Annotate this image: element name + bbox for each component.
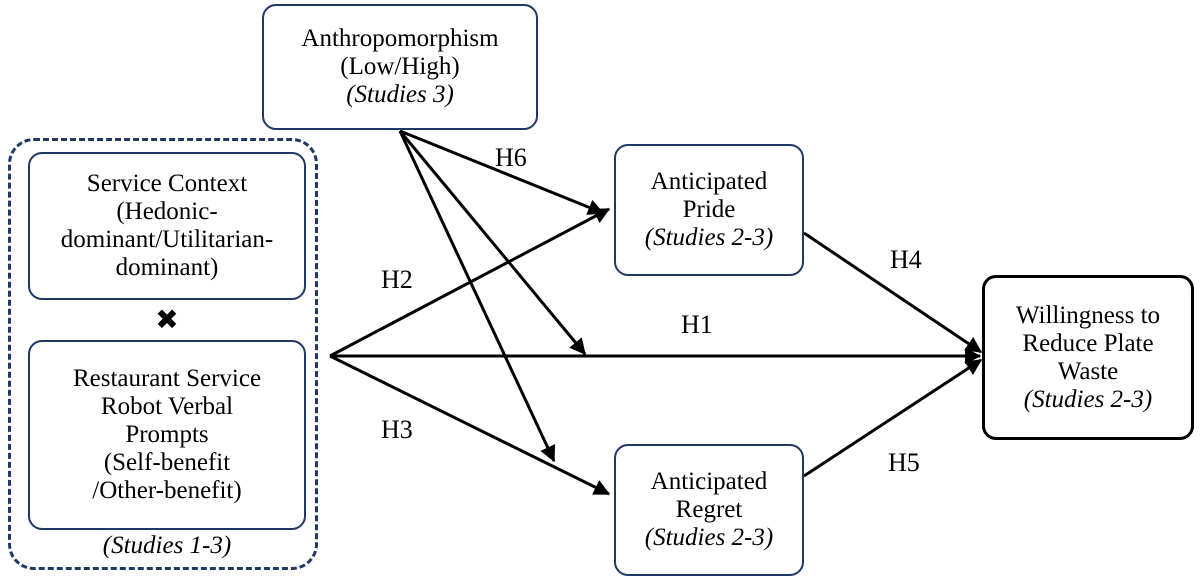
node-service-context[interactable]: Service Context (Hedonic- dominant/Utili… (28, 152, 306, 300)
node-service-context-line3: dominant/Utilitarian- (60, 226, 274, 253)
node-robot-verbal-prompts-line2: Robot Verbal (100, 393, 234, 420)
independent-variables-group-caption: (Studies 1-3) (102, 532, 232, 559)
edge-h6-to-main-path (398, 130, 587, 355)
node-anticipated-regret-line1: Anticipated (650, 468, 768, 495)
hypothesis-label-h5: H5 (888, 448, 920, 477)
hypothesis-label-h6: H6 (495, 143, 527, 172)
node-anticipated-regret[interactable]: Anticipated Regret (Studies 2-3) (614, 444, 804, 576)
node-anticipated-pride-line1: Anticipated (650, 168, 768, 195)
node-anticipated-pride-studies: (Studies 2-3) (644, 224, 774, 251)
node-anticipated-pride[interactable]: Anticipated Pride (Studies 2-3) (614, 144, 804, 276)
independent-variables-group (8, 138, 318, 570)
node-willingness-to-reduce-plate-waste[interactable]: Willingness to Reduce Plate Waste (Studi… (982, 275, 1194, 440)
node-willingness-line2: Reduce Plate (1022, 329, 1154, 357)
hypothesis-label-h3: H3 (381, 415, 413, 444)
node-anthropomorphism[interactable]: Anthropomorphism (Low/High) (Studies 3) (262, 4, 538, 130)
node-anthropomorphism-line2: (Low/High) (340, 53, 460, 80)
hypothesis-label-h1: H1 (681, 310, 713, 339)
node-service-context-line4: dominant) (115, 254, 219, 281)
node-robot-verbal-prompts-line5: /Other-benefit) (92, 477, 242, 504)
node-anticipated-regret-studies: (Studies 2-3) (644, 524, 774, 551)
node-willingness-line1: Willingness to (1015, 301, 1161, 329)
node-anthropomorphism-studies: (Studies 3) (346, 81, 454, 108)
node-willingness-studies: (Studies 2-3) (1023, 385, 1153, 413)
node-anthropomorphism-line1: Anthropomorphism (301, 25, 499, 52)
node-robot-verbal-prompts-line1: Restaurant Service (72, 365, 262, 392)
hypothesis-label-h2: H2 (381, 265, 413, 294)
interaction-operator-icon: ✖ (155, 303, 179, 336)
edge-h6-to-regret-path (398, 130, 556, 463)
hypothesis-label-h4: H4 (890, 245, 922, 274)
node-robot-verbal-prompts[interactable]: Restaurant Service Robot Verbal Prompts … (28, 340, 306, 530)
edge-h3 (329, 354, 611, 496)
node-willingness-line3: Waste (1057, 357, 1119, 385)
node-service-context-line1: Service Context (86, 170, 248, 197)
node-anticipated-pride-line2: Pride (682, 196, 736, 223)
node-anticipated-regret-line2: Regret (675, 496, 743, 523)
node-service-context-line2: (Hedonic- (116, 198, 218, 225)
node-robot-verbal-prompts-line4: (Self-benefit (103, 449, 231, 476)
node-robot-verbal-prompts-line3: Prompts (125, 421, 209, 448)
edge-h2 (329, 207, 611, 358)
